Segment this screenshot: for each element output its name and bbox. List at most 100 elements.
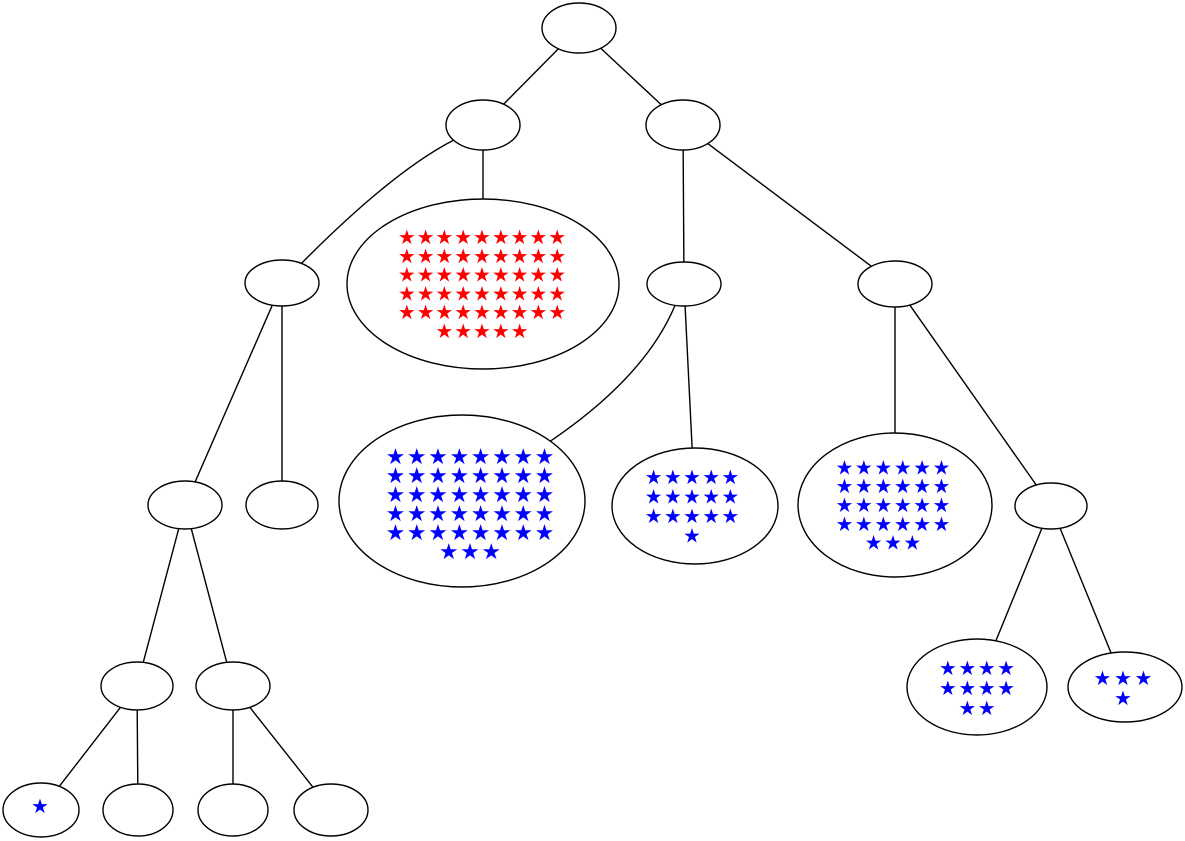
- node-n-right-left: [646, 261, 722, 307]
- star-icon: ★: [913, 455, 931, 479]
- star-icon: ★: [449, 445, 469, 470]
- star-icon: ★: [439, 540, 459, 565]
- edge-root-n-right: [600, 47, 662, 106]
- star-icon: ★: [398, 300, 416, 324]
- star-icon: ★: [449, 502, 469, 527]
- node-cluster-blue-1: [2, 782, 80, 838]
- star-icon: ★: [454, 244, 472, 268]
- star-icon: ★: [874, 512, 892, 536]
- star-icon: ★: [454, 225, 472, 249]
- star-icon: ★: [683, 484, 701, 508]
- node-n-rr-right: [1014, 482, 1088, 530]
- star-icon: ★: [449, 483, 469, 508]
- star-icon: ★: [894, 493, 912, 517]
- edge-n-right-n-right-left: [682, 149, 685, 263]
- star-icon: ★: [435, 263, 453, 287]
- star-icon: ★: [511, 225, 529, 249]
- star-icon: ★: [435, 300, 453, 324]
- star-icon: ★: [548, 300, 566, 324]
- star-icon: ★: [511, 263, 529, 287]
- star-icon: ★: [874, 474, 892, 498]
- star-icon: ★: [855, 474, 873, 498]
- star-icon: ★: [473, 244, 491, 268]
- star-icon: ★: [386, 464, 406, 489]
- star-icon: ★: [903, 531, 921, 555]
- edge-n-right-n-right-right: [707, 143, 872, 267]
- star-icon: ★: [933, 455, 951, 479]
- star-icon: ★: [417, 244, 435, 268]
- star-icon: ★: [894, 512, 912, 536]
- node-n-right: [645, 99, 721, 151]
- star-icon: ★: [939, 676, 957, 700]
- star-icon: ★: [1094, 666, 1112, 690]
- star-icon: ★: [548, 225, 566, 249]
- star-icon: ★: [513, 521, 533, 546]
- edge-root-n-left: [503, 48, 559, 105]
- star-icon: ★: [492, 445, 512, 470]
- star-icon: ★: [513, 445, 533, 470]
- star-icon: ★: [978, 696, 996, 720]
- star-icon: ★: [978, 656, 996, 680]
- node-n-right-right: [857, 260, 933, 308]
- star-icon: ★: [492, 502, 512, 527]
- star-icon: ★: [492, 319, 510, 343]
- node-leaf-empty-c: [197, 783, 269, 837]
- edge-n-4b-leaf-empty-d: [249, 706, 314, 788]
- star-icon: ★: [386, 445, 406, 470]
- star-icon: ★: [683, 465, 701, 489]
- node-cluster-blue-27: [797, 432, 993, 578]
- star-icon: ★: [548, 281, 566, 305]
- star-icon: ★: [473, 300, 491, 324]
- star-icon: ★: [548, 263, 566, 287]
- star-icon: ★: [535, 464, 555, 489]
- star-icon: ★: [407, 445, 427, 470]
- node-root: [541, 2, 617, 54]
- node-n-left-left: [244, 259, 320, 307]
- star-icon: ★: [958, 696, 976, 720]
- star-icon: ★: [894, 455, 912, 479]
- star-icon: ★: [492, 464, 512, 489]
- star-icon: ★: [913, 474, 931, 498]
- node-n-4a: [100, 661, 174, 711]
- star-icon: ★: [645, 484, 663, 508]
- node-n-ll-left: [147, 480, 223, 530]
- star-icon: ★: [398, 263, 416, 287]
- star-icon: ★: [428, 521, 448, 546]
- star-icon: ★: [454, 319, 472, 343]
- edge-n-ll-left-n-4a: [142, 528, 180, 663]
- star-icon: ★: [471, 521, 491, 546]
- star-icon: ★: [874, 455, 892, 479]
- star-icon: ★: [721, 465, 739, 489]
- star-icon: ★: [428, 483, 448, 508]
- star-icon: ★: [492, 225, 510, 249]
- star-icon: ★: [535, 445, 555, 470]
- star-group-cluster-blue-10: ★★★★★★★★★★: [939, 656, 1015, 720]
- star-group-cluster-blue-4: ★★★★: [1094, 666, 1153, 710]
- node-cluster-red-50: [346, 198, 620, 370]
- star-icon: ★: [435, 225, 453, 249]
- star-icon: ★: [473, 263, 491, 287]
- star-icon: ★: [386, 502, 406, 527]
- star-icon: ★: [933, 474, 951, 498]
- star-icon: ★: [913, 493, 931, 517]
- star-icon: ★: [417, 300, 435, 324]
- star-icon: ★: [535, 502, 555, 527]
- star-icon: ★: [407, 483, 427, 508]
- star-icon: ★: [481, 540, 501, 565]
- star-icon: ★: [997, 656, 1015, 680]
- star-group-cluster-blue-1: ★: [31, 794, 49, 818]
- star-group-cluster-blue-43: ★★★★★★★★★★★★★★★★★★★★★★★★★★★★★★★★★★★★★★★★…: [386, 445, 555, 565]
- star-icon: ★: [855, 493, 873, 517]
- star-icon: ★: [435, 244, 453, 268]
- node-n-left: [445, 99, 521, 151]
- star-icon: ★: [645, 465, 663, 489]
- star-icon: ★: [529, 244, 547, 268]
- node-cluster-blue-10: [906, 638, 1048, 736]
- star-icon: ★: [511, 281, 529, 305]
- star-icon: ★: [855, 455, 873, 479]
- star-group-cluster-blue-27: ★★★★★★★★★★★★★★★★★★★★★★★★★★★: [836, 455, 951, 554]
- star-icon: ★: [884, 531, 902, 555]
- star-icon: ★: [471, 502, 491, 527]
- node-n-4b: [195, 661, 271, 711]
